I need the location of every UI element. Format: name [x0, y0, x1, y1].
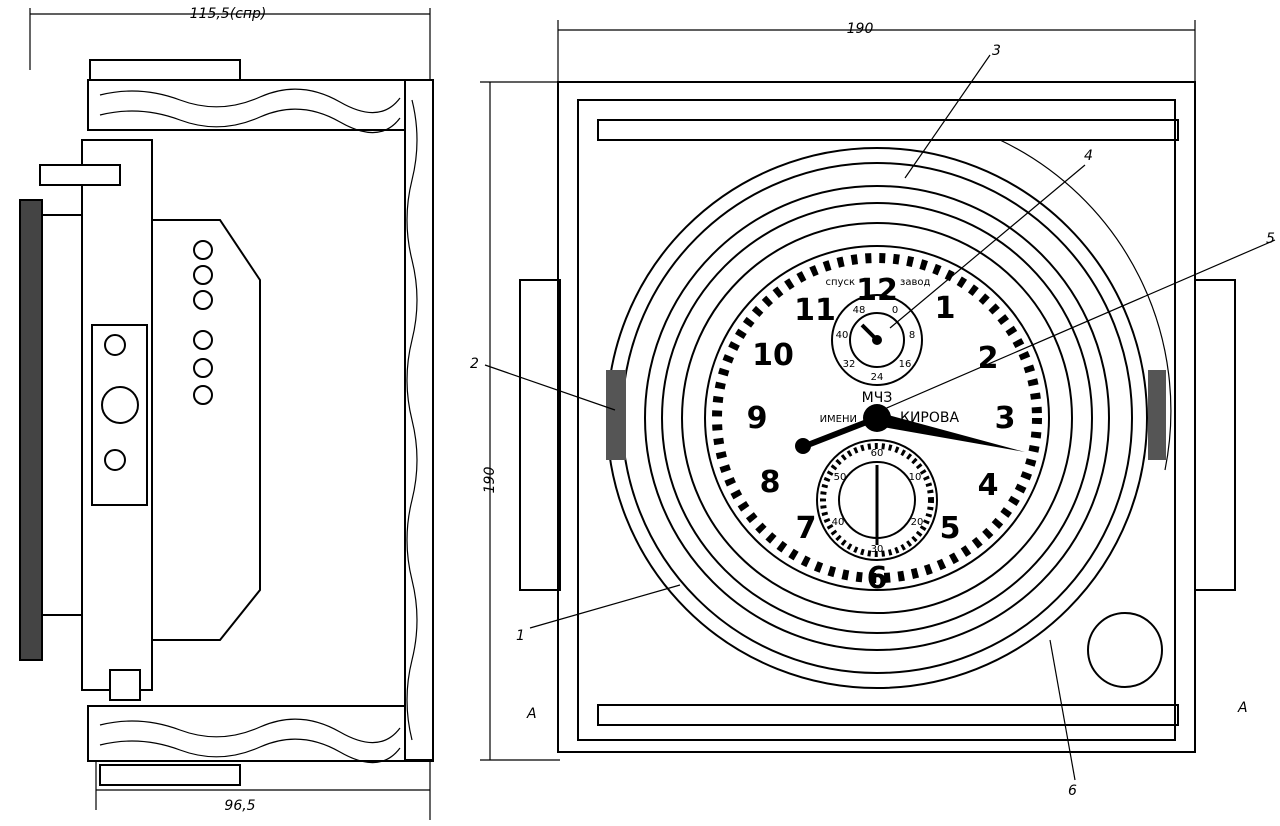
callout-2: 2	[470, 356, 479, 372]
bottom-pivot	[109, 669, 141, 701]
screw	[101, 386, 139, 424]
reserve-label-spusk: спуск	[826, 277, 856, 288]
reserve-label-zavod: завод	[900, 277, 930, 288]
hour-6: 6	[867, 561, 888, 596]
box-inner-frame	[577, 99, 1176, 741]
reserve-tick: 16	[899, 359, 912, 370]
reserve-tick: 32	[843, 359, 856, 370]
callout-5: 5	[1266, 231, 1275, 247]
section-mark-left: A	[526, 706, 537, 722]
wood-grain	[99, 88, 418, 764]
screw	[104, 449, 126, 471]
section-mark-right: A	[1237, 700, 1248, 716]
seconds-label: 60	[871, 448, 884, 459]
seconds-label: 10	[909, 472, 922, 483]
side-view: 115,5(спр) 96,5	[19, 6, 434, 820]
seconds-label: 30	[871, 544, 884, 555]
left-gimbal	[519, 279, 561, 591]
case-ring	[644, 185, 1110, 651]
hour-4: 4	[978, 468, 999, 503]
front-view: 190 190 спуск завод 0 8 16 24 32 40	[470, 20, 1276, 799]
maker-mark: МЧЗ	[862, 390, 893, 406]
hour-1: 1	[935, 291, 956, 326]
reserve-tick: 8	[909, 330, 915, 341]
reserve-tick: 40	[836, 330, 849, 341]
magnifier	[1087, 612, 1163, 688]
hour-12: 12	[856, 273, 898, 308]
top-rail	[597, 119, 1179, 141]
dimension-side-top: 115,5(спр)	[190, 6, 267, 22]
dial-rim	[704, 245, 1050, 591]
callout-3: 3	[992, 43, 1001, 59]
bottom-rail	[597, 704, 1179, 726]
reserve-dial	[831, 294, 923, 386]
seconds-label: 20	[911, 517, 924, 528]
hour-5: 5	[940, 511, 961, 546]
reserve-inner	[849, 312, 905, 368]
hour-2: 2	[978, 341, 999, 376]
hour-hand-tip	[795, 438, 811, 454]
reserve-tick: 24	[871, 372, 884, 383]
right-knob	[1148, 370, 1166, 460]
dial-name-left: ИМЕНИ	[820, 414, 857, 425]
seconds-label: 50	[834, 472, 847, 483]
seconds-label: 40	[832, 517, 845, 528]
hour-10: 10	[752, 338, 794, 373]
box-top-wall	[87, 79, 434, 131]
callout-leaders	[484, 54, 1276, 781]
hour-7: 7	[796, 511, 817, 546]
bottom-latch	[99, 764, 241, 786]
screw	[104, 334, 126, 356]
callout-6: 6	[1068, 783, 1077, 799]
pin-row	[193, 240, 213, 405]
callout-4: 4	[1084, 148, 1093, 164]
box-back-wall	[404, 79, 434, 761]
seconds-track	[820, 443, 934, 557]
callout-1: 1	[516, 628, 525, 644]
hour-8: 8	[760, 465, 781, 500]
hour-3: 3	[995, 401, 1016, 436]
reserve-tick: 48	[853, 305, 866, 316]
bezel-knurled	[19, 199, 43, 661]
winding-stem	[39, 164, 121, 186]
hour-9: 9	[747, 401, 768, 436]
dimension-side-bottom: 96,5	[224, 798, 255, 814]
right-gimbal	[1194, 279, 1236, 591]
crown-knob	[606, 370, 626, 460]
dial-name-right: КИРОВА	[900, 410, 959, 426]
reserve-pivot	[872, 335, 882, 345]
reserve-tick: 0	[892, 305, 898, 316]
dimension-front-width: 190	[847, 21, 874, 37]
minute-track	[712, 253, 1042, 583]
hour-11: 11	[794, 293, 836, 328]
bezel-ring	[41, 214, 83, 616]
case-ring	[661, 202, 1093, 634]
box-bottom-wall	[87, 705, 434, 762]
top-latch	[89, 59, 241, 81]
gimbal-ring	[999, 139, 1172, 471]
movement-case	[151, 219, 261, 641]
case-ring	[681, 222, 1073, 614]
center-pivot	[863, 404, 891, 432]
dimension-front-height: 190	[482, 467, 498, 494]
minute-hand	[877, 412, 1025, 452]
seconds-dial	[816, 439, 938, 561]
